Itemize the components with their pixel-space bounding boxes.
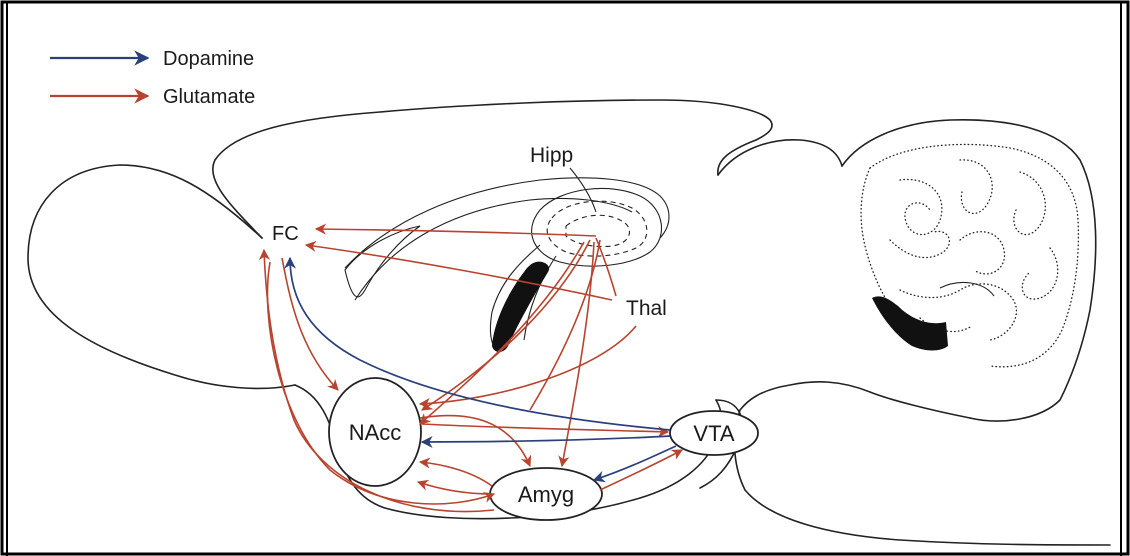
olfactory-bulb <box>28 165 295 388</box>
glu-amyg-to-nacc <box>420 462 492 486</box>
hippocampus-dashed <box>547 201 647 256</box>
folia-left <box>861 168 890 306</box>
folia-branch-1 <box>900 179 942 234</box>
midbrain-outline <box>718 140 842 175</box>
cortex-outline <box>213 100 772 238</box>
fc-label: FC <box>272 223 299 245</box>
glu-fc-to-nacc <box>282 258 338 390</box>
corpus-callosum-arc <box>345 178 669 268</box>
nodes: NAcc Amyg VTA FC Thal Hipp <box>272 144 758 520</box>
cerebellum-outline <box>842 120 1096 421</box>
da-vta-to-amyg <box>594 446 676 480</box>
cerebellum-black-wedge <box>872 296 948 350</box>
glu-hipp-to-amyg <box>562 242 594 466</box>
folia-branch-3 <box>1014 172 1045 235</box>
glutamate-projections <box>264 229 682 512</box>
cerebellum-folia <box>861 144 1078 366</box>
thal-label: Thal <box>626 297 667 320</box>
da-vta-to-nacc <box>422 436 670 442</box>
nacc-label: NAcc <box>349 420 402 445</box>
fourth-ventricle-line <box>940 282 994 296</box>
legend: Dopamine Glutamate <box>50 48 255 108</box>
hipp-label: Hipp <box>530 144 573 167</box>
folia-branch-6 <box>960 232 1005 274</box>
glu-thal-to-nacc <box>420 326 636 404</box>
folia-branch-5 <box>890 231 949 257</box>
glu-amyg-to-vta <box>600 450 682 490</box>
hippocampus-group <box>345 168 669 352</box>
folia-branch-4 <box>1022 248 1057 299</box>
legend-glutamate-label: Glutamate <box>163 86 255 108</box>
glu-amyg-to-nacc-2 <box>418 482 492 494</box>
glu-hipp-to-fc <box>316 229 596 236</box>
amyg-label: Amyg <box>518 482 574 507</box>
legend-dopamine-label: Dopamine <box>163 48 254 70</box>
glu-nacc-to-vta <box>422 424 668 432</box>
ventricle-black <box>492 262 549 352</box>
vta-label: VTA <box>693 421 734 446</box>
folia-branch-2 <box>960 160 992 214</box>
